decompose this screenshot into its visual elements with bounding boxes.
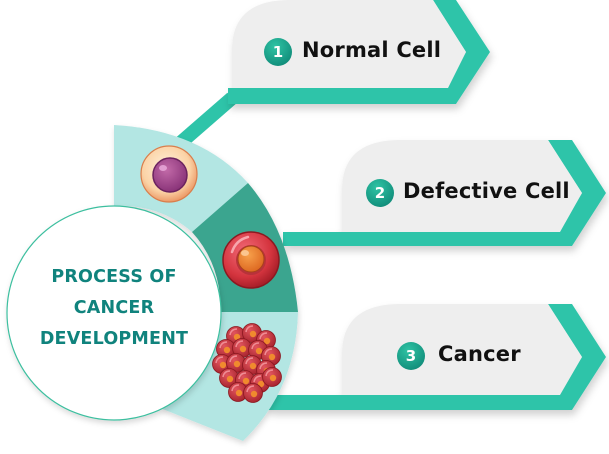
cluster-cell-highlight <box>219 341 228 349</box>
cancer-cell-cluster-icon <box>212 323 282 403</box>
cluster-cell-highlight <box>222 370 231 378</box>
cluster-cell-nucleus <box>219 361 227 369</box>
cluster-cell-nucleus <box>233 333 241 341</box>
cluster-cell-highlight <box>253 375 262 383</box>
cluster-cell-nucleus <box>263 337 271 345</box>
cluster-cell-nucleus <box>269 374 277 382</box>
connector-1 <box>173 92 237 151</box>
cluster-cell-nucleus <box>233 360 241 368</box>
cluster-cell-nucleus <box>268 353 276 361</box>
cluster-cell-nucleus <box>249 330 257 338</box>
cluster-cell-highlight <box>265 369 274 377</box>
center-circle <box>6 205 222 421</box>
cluster-cell-highlight <box>259 332 268 340</box>
step-card-2 <box>283 140 606 246</box>
step-3-label: Cancer <box>438 342 521 366</box>
connector-2 <box>283 232 560 246</box>
cluster-cell-highlight <box>245 357 254 365</box>
defective-cell-icon <box>222 231 280 289</box>
cluster-cell-highlight <box>251 342 260 350</box>
step-1-number-badge: 1 <box>264 38 292 66</box>
cluster-cell-highlight <box>246 385 255 393</box>
cluster-cell-highlight <box>229 328 238 336</box>
card-2-body <box>342 140 582 232</box>
card-1-border <box>228 88 456 104</box>
step-3-number-badge: 3 <box>397 342 425 370</box>
step-card-3 <box>268 304 606 410</box>
title-line-3: DEVELOPMENT <box>39 329 189 349</box>
cluster-cell-highlight <box>259 362 268 370</box>
step-2-number-badge: 2 <box>366 179 394 207</box>
title-line-1: PROCESS OF <box>51 267 177 287</box>
card-3-body <box>342 304 582 395</box>
diagram-title: PROCESS OF CANCER DEVELOPMENT <box>14 262 214 355</box>
step-card-1 <box>173 0 490 151</box>
cluster-cell-highlight <box>264 348 273 356</box>
title-line-2: CANCER <box>73 298 155 318</box>
cluster-cell-nucleus <box>226 375 234 383</box>
cluster-cell-nucleus <box>235 389 243 397</box>
step-1-label: Normal Cell <box>302 38 442 62</box>
cluster-cell-nucleus <box>223 346 231 354</box>
cluster-cell-nucleus <box>242 377 250 385</box>
cluster-cell-highlight <box>235 340 244 348</box>
card-1-body <box>232 0 466 88</box>
cluster-cell-highlight <box>231 384 240 392</box>
cluster-cell-nucleus <box>255 347 263 355</box>
step-2-label: Defective Cell <box>403 179 570 203</box>
cluster-cell-nucleus <box>239 345 247 353</box>
connector-3 <box>268 395 560 410</box>
cluster-cell-nucleus <box>249 362 257 370</box>
cluster-cell-highlight <box>229 355 238 363</box>
cluster-cell-highlight <box>215 356 224 364</box>
cluster-cell-highlight <box>238 372 247 380</box>
cluster-cell-highlight <box>245 325 254 333</box>
normal-cell-icon <box>140 145 198 203</box>
cluster-cell-nucleus <box>250 390 258 398</box>
